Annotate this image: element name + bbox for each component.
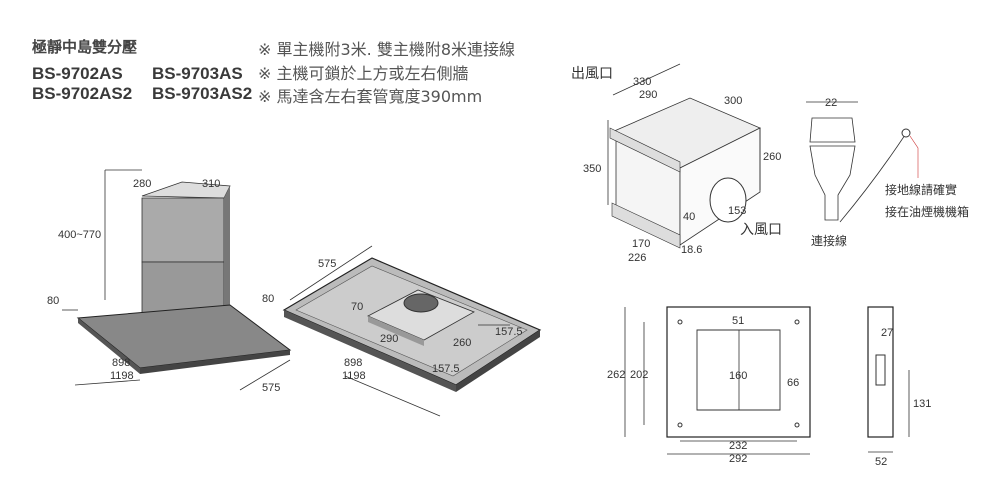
motor-dim-260: 260	[763, 151, 781, 163]
iso-dim-290: 290	[380, 333, 398, 345]
side-dim-52: 52	[875, 456, 887, 468]
note-3: ※ 馬達含左右套管寬度390mm	[258, 87, 483, 106]
mounting-plate-drawing	[624, 306, 811, 455]
model-3: BS-9702AS2	[32, 84, 133, 103]
dim-575: 575	[262, 382, 280, 394]
iso-dim-70: 70	[351, 301, 363, 313]
note-2: ※ 主機可鎖於上方或左右側牆	[258, 64, 469, 83]
plate-dim-292: 292	[729, 453, 747, 465]
plate-dim-202: 202	[630, 369, 648, 381]
note-1: ※ 單主機附3米. 雙主機附8米連接線	[258, 40, 516, 59]
motor-dim-330: 330	[633, 76, 651, 88]
motor-dim-153: 153	[728, 205, 746, 217]
motor-dim-170: 170	[632, 238, 650, 250]
motor-drawing	[607, 63, 761, 249]
motor-dim-18-6: 18.6	[681, 244, 702, 256]
dim-310: 310	[202, 178, 220, 190]
plate-dim-66: 66	[787, 377, 799, 389]
plate-dim-232: 232	[729, 440, 747, 452]
dim-80: 80	[47, 295, 59, 307]
iso-dim-1198: 1198	[342, 370, 366, 382]
motor-dim-300: 300	[724, 95, 742, 107]
ground-note-1: 接地線請確實	[885, 182, 957, 197]
inlet-label: 入風口	[740, 222, 782, 238]
dim-1198: 1198	[110, 370, 134, 382]
plate-dim-51: 51	[732, 315, 744, 327]
hood-iso-drawing	[282, 245, 542, 417]
dim-280: 280	[133, 178, 151, 190]
model-1: BS-9702AS	[32, 64, 123, 83]
ground-note-2: 接在油煙機機箱	[885, 204, 969, 219]
model-2: BS-9703AS	[152, 64, 243, 83]
hood-front-drawing	[62, 169, 292, 391]
connector-label: 連接線	[811, 233, 847, 248]
iso-dim-898: 898	[344, 357, 362, 369]
motor-dim-290: 290	[639, 89, 657, 101]
motor-dim-226: 226	[628, 252, 646, 264]
side-dim-27: 27	[881, 327, 893, 339]
iso-dim-157-5-b: 157.5	[432, 363, 460, 375]
iso-dim-260: 260	[453, 337, 471, 349]
iso-dim-80: 80	[262, 293, 274, 305]
side-view-drawing	[867, 306, 910, 453]
plate-dim-160: 160	[729, 370, 747, 382]
iso-dim-157-5-a: 157.5	[495, 326, 523, 338]
product-title: 極靜中島雙分壓	[32, 38, 138, 56]
iso-dim-575: 575	[318, 258, 336, 270]
outlet-label: 出風口	[571, 66, 613, 82]
motor-dim-350: 350	[583, 163, 601, 175]
side-dim-131: 131	[913, 398, 931, 410]
dim-898: 898	[112, 357, 130, 369]
connector-dim-22: 22	[825, 97, 837, 109]
motor-dim-40: 40	[683, 211, 695, 223]
model-4: BS-9703AS2	[152, 84, 253, 103]
plate-dim-262: 262	[607, 369, 625, 381]
dim-400-770: 400~770	[58, 229, 101, 241]
connector-drawing	[806, 101, 919, 223]
